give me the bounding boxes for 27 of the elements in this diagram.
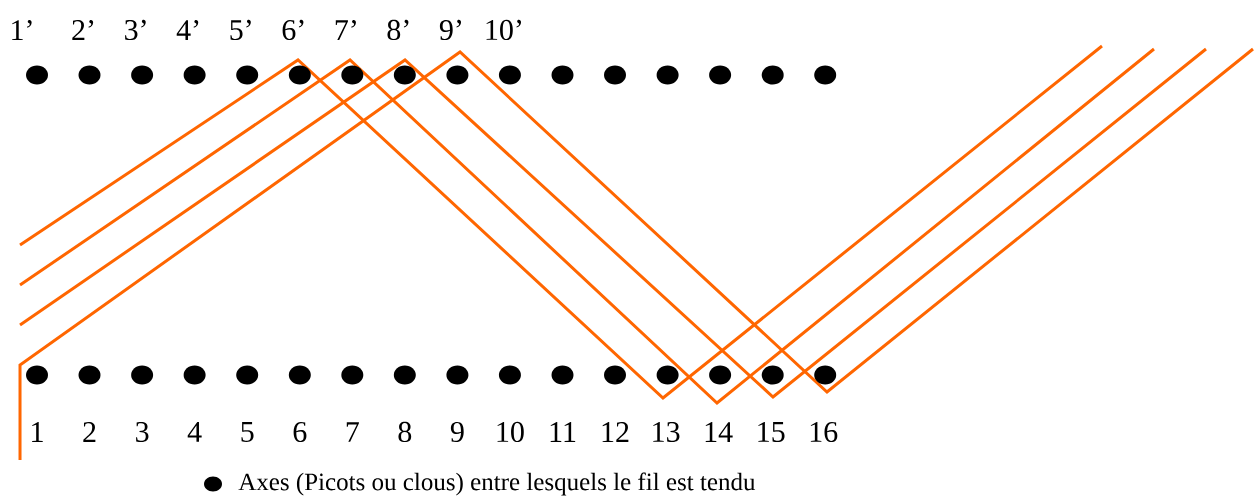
pin-number: 6’ bbox=[282, 19, 304, 41]
pin-number: 6 bbox=[293, 421, 307, 443]
pin-number: 5 bbox=[241, 422, 254, 442]
pin-number: 4’ bbox=[176, 20, 199, 40]
pin-number: 7 bbox=[346, 422, 359, 442]
pin-number: 2’ bbox=[72, 20, 94, 40]
pin-number: 16 bbox=[810, 421, 838, 443]
pin-number: 8 bbox=[398, 421, 412, 443]
pin-number: 15 bbox=[758, 421, 785, 443]
pin-number: 1’ bbox=[12, 20, 32, 40]
pin-number: 4 bbox=[187, 422, 202, 442]
pin-number: 14 bbox=[705, 422, 733, 442]
pin-number: 10 bbox=[497, 421, 524, 443]
pin-number: 3’ bbox=[125, 19, 146, 41]
pin-number: 2 bbox=[83, 422, 96, 442]
pin-number: 9’ bbox=[439, 19, 461, 41]
pin-number: 10’ bbox=[486, 19, 521, 41]
pin-number: 5’ bbox=[230, 19, 251, 41]
pin-number: 13 bbox=[653, 421, 680, 443]
pin-number: 8’ bbox=[387, 19, 409, 41]
pin-number: 7’ bbox=[335, 20, 356, 40]
legend-text: Axes (Picots ou clous) entre lesquels le fil est tendu bbox=[238, 472, 756, 496]
pin-number: 9 bbox=[450, 421, 464, 443]
pin-number: 3 bbox=[136, 421, 149, 443]
pin-number: 1 bbox=[32, 422, 43, 442]
pin-number: 12 bbox=[602, 422, 629, 442]
pin-number: 11 bbox=[550, 422, 576, 442]
